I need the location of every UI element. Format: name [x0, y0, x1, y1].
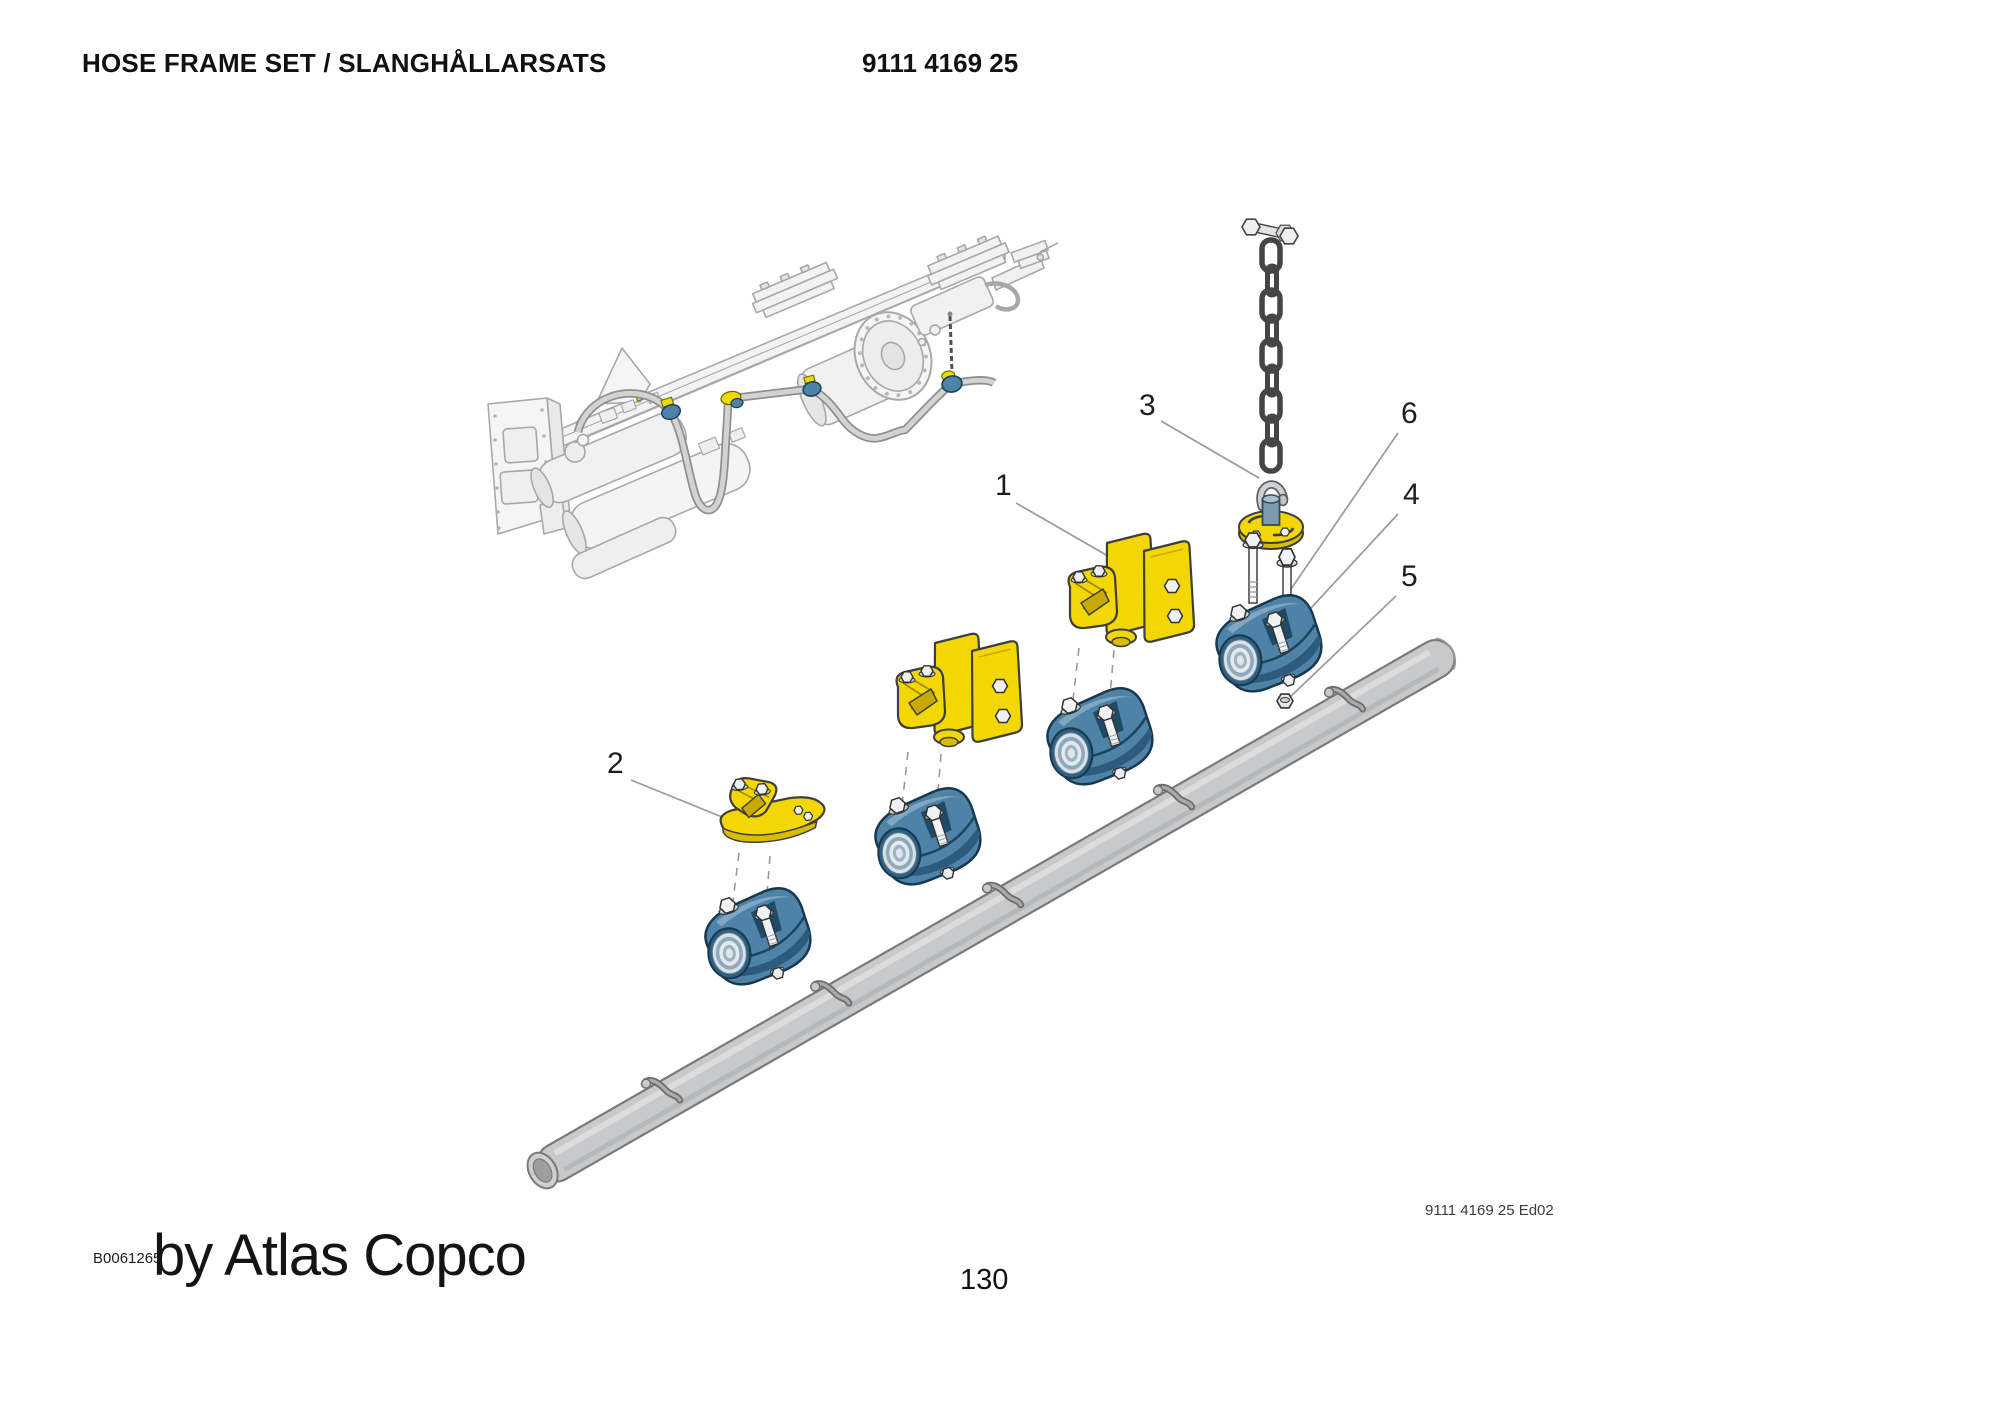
rubber-hose-clamp-4 — [1200, 584, 1332, 705]
callout-label-5: 5 — [1401, 560, 1418, 593]
chain-swivel-clamp — [1238, 480, 1304, 550]
figure-code: B0061265 — [93, 1250, 162, 1267]
rubber-hose-clamp-2 — [859, 777, 991, 898]
rubber-hose-clamp-3 — [1031, 677, 1163, 798]
suspension-chain — [1241, 218, 1299, 474]
leader-line-5 — [1288, 595, 1397, 699]
callout-label-1: 1 — [995, 469, 1012, 502]
document-number: 9111 4169 25 — [862, 48, 1019, 78]
leader-line-3 — [1160, 420, 1260, 479]
leader-line-6 — [1290, 432, 1399, 590]
page-number: 130 — [960, 1264, 1009, 1296]
leader-line-1 — [1015, 502, 1109, 557]
installed-clamp-2 — [720, 390, 744, 409]
brand-text: by Atlas Copco — [153, 1223, 527, 1288]
page-title: HOSE FRAME SET / SLANGHÅLLARSATS — [82, 48, 607, 78]
callout-label-4: 4 — [1403, 478, 1420, 511]
rubber-hose-clamp-1 — [689, 877, 821, 998]
mounting-bracket-2 — [897, 634, 1023, 747]
hex-bolt-long-1 — [1243, 533, 1263, 603]
installed-clamp-1 — [660, 396, 682, 421]
clamp-top-saddle — [719, 777, 826, 843]
callout-label-3: 3 — [1139, 389, 1156, 422]
hex-nut — [1276, 693, 1294, 709]
callout-label-6: 6 — [1401, 397, 1418, 430]
hose-frame-tube — [526, 637, 1457, 1190]
installed-chain-clamp — [941, 311, 963, 393]
machine-overview-illustration — [487, 235, 1059, 580]
leader-line-4 — [1299, 513, 1399, 621]
mounting-bracket-1 — [1069, 534, 1195, 647]
edition-code: 9111 4169 25 Ed02 — [1425, 1202, 1554, 1219]
installed-clamp-3 — [802, 374, 822, 397]
callout-label-2: 2 — [607, 747, 624, 780]
leader-line-2 — [630, 779, 728, 820]
